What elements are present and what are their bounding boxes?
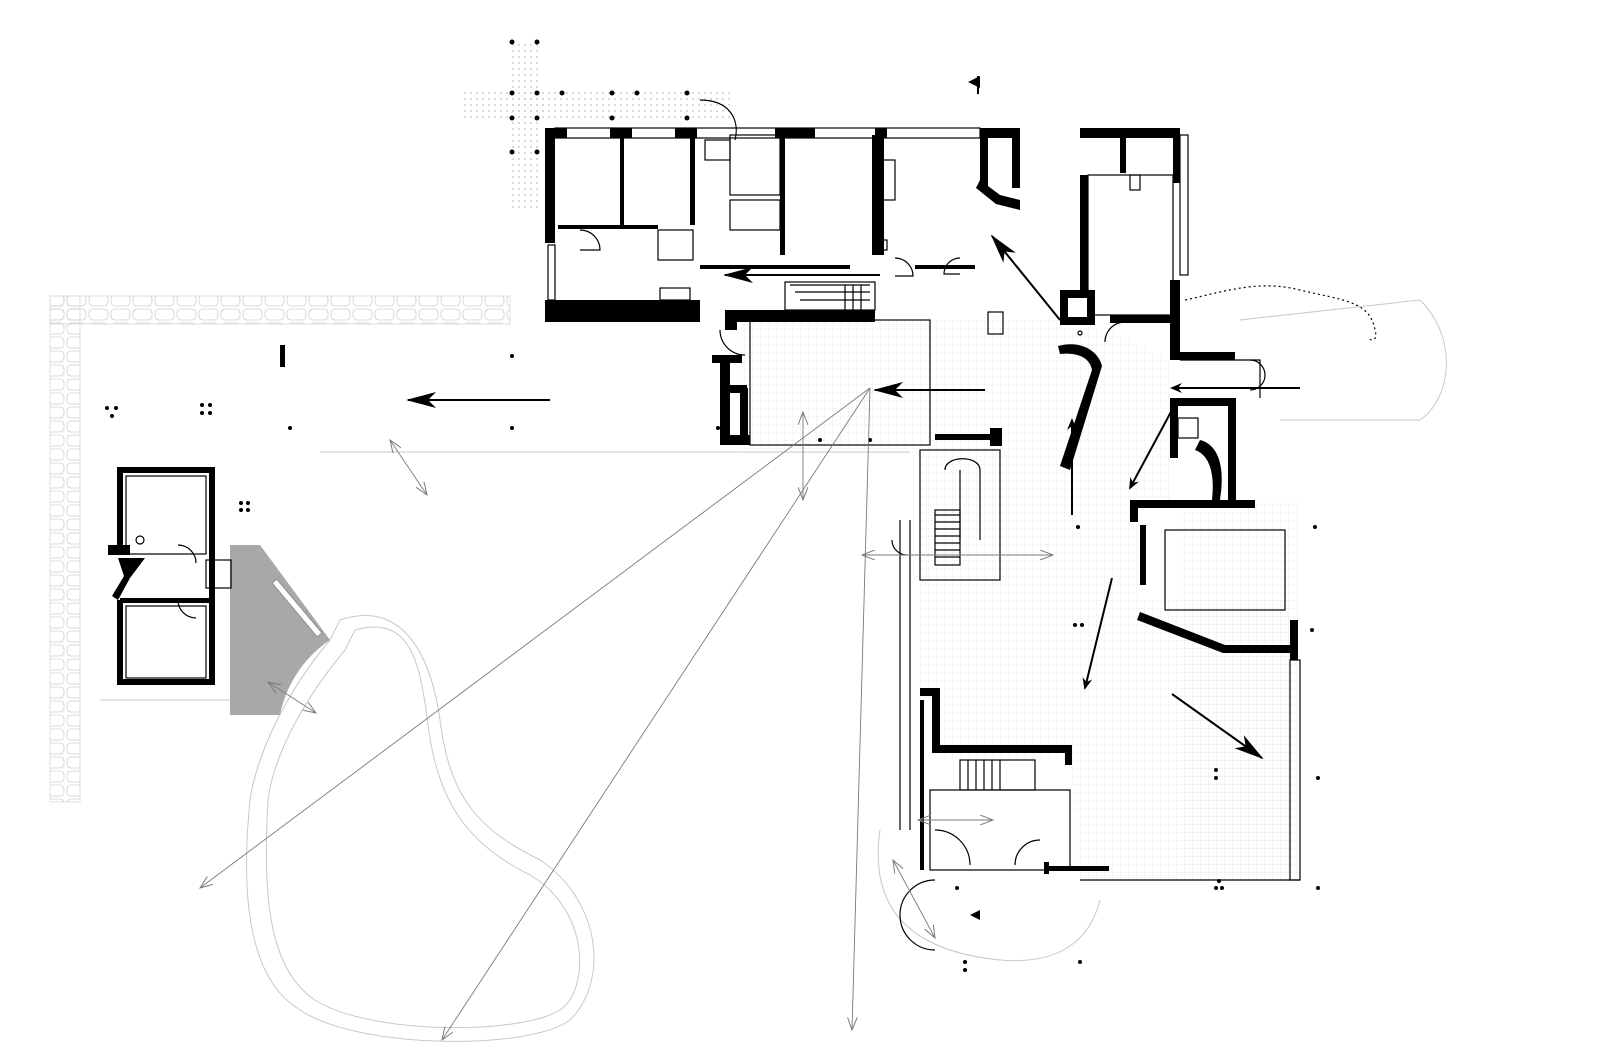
sightlines bbox=[200, 387, 1053, 1040]
circulation-arrows bbox=[406, 234, 1300, 760]
entrance-hall bbox=[712, 319, 1102, 470]
south-wing-fittings bbox=[891, 76, 1301, 951]
sauna-pavilion bbox=[108, 467, 232, 685]
grey-paved-area bbox=[230, 545, 330, 715]
east-block-fittings bbox=[1087, 134, 1266, 439]
columns bbox=[105, 39, 1320, 972]
stone-boundary-wall bbox=[49, 295, 511, 803]
north-wing-walls bbox=[545, 128, 975, 330]
east-block-walls bbox=[935, 128, 1255, 585]
south-wing-walls bbox=[920, 612, 1298, 874]
garden-path bbox=[246, 615, 595, 1042]
bench bbox=[271, 578, 323, 638]
brick-paving bbox=[460, 40, 730, 210]
tiled-floors bbox=[740, 320, 1300, 880]
